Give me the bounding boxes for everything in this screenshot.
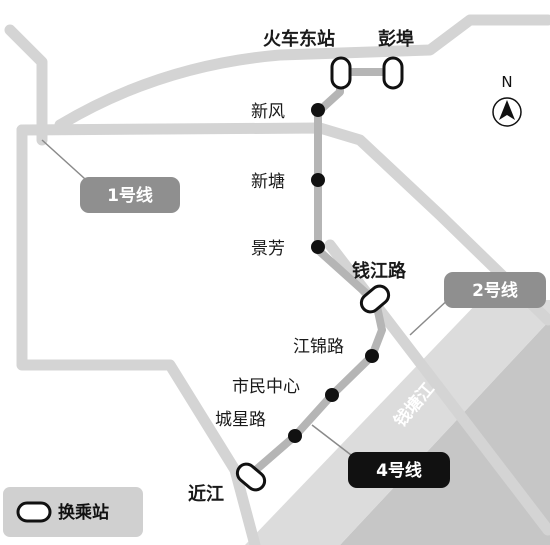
background-roads [4,14,550,545]
label-jinjiang: 近江 [188,483,224,505]
regular-stations [288,103,379,443]
station-labels: 火车东站 彭埠 新风 新塘 景芳 钱江路 江锦路 市民中心 城星路 近江 [188,28,414,505]
station-shimin-zhongxin[interactable] [325,388,339,402]
line1-route [16,122,550,326]
leader-line4 [311,424,356,459]
station-jiangjin-lu[interactable] [365,349,379,363]
label-shimin-zhongxin: 市民中心 [232,377,300,397]
transfer-station-pengbu[interactable] [382,56,404,90]
legend: 换乘站 [3,487,143,537]
line2-label: 2号线 [472,280,518,301]
line4-badge: 4号线 [348,452,450,488]
label-jiangjin-lu: 江锦路 [293,337,344,357]
compass-icon: N [492,73,522,127]
line4-segment-main [246,68,386,479]
legend-background [3,487,143,537]
line1-label: 1号线 [107,185,153,206]
transfer-station-qianjiang-lu[interactable] [358,282,393,315]
transfer-station-jinjiang[interactable] [234,460,269,493]
label-xintang: 新塘 [251,172,285,192]
legend-transfer-label: 换乘站 [58,502,109,523]
compass-label: N [501,73,512,91]
legend-transfer-icon [16,501,52,523]
transfer-stations [234,56,404,493]
line1-badge: 1号线 [80,177,180,213]
label-xinfeng: 新风 [251,102,285,122]
station-jingfang[interactable] [311,240,325,254]
river-bank [245,300,550,545]
station-xintang[interactable] [311,173,325,187]
line4-label: 4号线 [376,460,422,481]
label-chengxing-lu: 城星路 [215,410,266,430]
station-chengxing-lu[interactable] [288,429,302,443]
line2-badge: 2号线 [444,272,546,308]
label-qianjiang-lu: 钱江路 [352,260,407,282]
label-pengbu: 彭埠 [378,28,414,50]
label-huoche-dong: 火车东站 [263,28,335,50]
road-southwest [16,124,261,545]
road-northwest [4,24,48,146]
transfer-station-huoche-dong[interactable] [330,56,352,90]
station-xinfeng[interactable] [311,103,325,117]
road-north-arc [54,14,550,131]
label-jingfang: 景芳 [251,239,285,259]
